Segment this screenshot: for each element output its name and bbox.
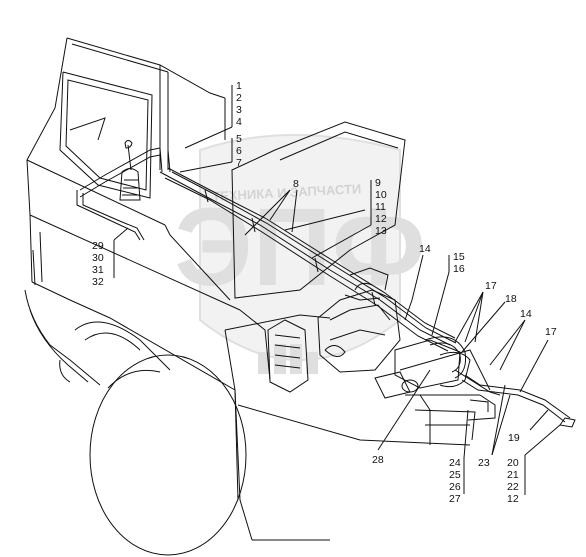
callout-16: 16 xyxy=(453,263,465,275)
callout-20: 20 xyxy=(507,457,519,469)
leader-lines xyxy=(113,85,561,495)
engine-components xyxy=(267,267,501,445)
callout-14-upper: 14 xyxy=(419,243,431,255)
callout-1: 1 xyxy=(236,80,242,92)
gear-lever xyxy=(119,140,141,201)
callout-18: 18 xyxy=(505,293,517,305)
callout-8: 8 xyxy=(293,178,299,190)
callout-27: 27 xyxy=(449,493,461,505)
callout-17-lower: 17 xyxy=(545,326,557,338)
cab-outline xyxy=(24,37,491,556)
callout-29: 29 xyxy=(92,240,104,252)
callout-14-lower: 14 xyxy=(520,308,532,320)
callout-15: 15 xyxy=(453,251,465,263)
callout-9: 9 xyxy=(375,177,381,189)
callout-4: 4 xyxy=(236,116,242,128)
callout-23: 23 xyxy=(478,457,490,469)
callout-6: 6 xyxy=(236,145,242,157)
callout-3: 3 xyxy=(236,104,242,116)
callout-labels: 1 2 3 4 5 6 7 8 9 10 11 12 13 29 30 31 3… xyxy=(92,80,557,505)
callout-31: 31 xyxy=(92,264,104,276)
callout-13: 13 xyxy=(375,225,387,237)
callout-12: 12 xyxy=(375,213,387,225)
watermark-logo: ЭПФ xyxy=(174,186,425,309)
callout-2: 2 xyxy=(236,92,242,104)
callout-26: 26 xyxy=(449,481,461,493)
callout-28: 28 xyxy=(372,454,384,466)
callout-5: 5 xyxy=(236,133,242,145)
callout-21: 21 xyxy=(507,469,519,481)
callout-30: 30 xyxy=(92,252,104,264)
watermark: ЭПФ ТЕХНИКА И ЗАПЧАСТИ xyxy=(174,134,426,374)
callout-10: 10 xyxy=(375,189,387,201)
callout-7: 7 xyxy=(236,157,242,169)
callout-25: 25 xyxy=(449,469,461,481)
callout-12-lower: 12 xyxy=(507,493,519,505)
callout-32: 32 xyxy=(92,276,104,288)
callout-17-upper: 17 xyxy=(485,280,497,292)
pipe-runs xyxy=(76,147,576,428)
callout-22: 22 xyxy=(507,481,519,493)
callout-24: 24 xyxy=(449,457,461,469)
callout-19: 19 xyxy=(508,432,520,444)
callout-11: 11 xyxy=(375,201,386,213)
